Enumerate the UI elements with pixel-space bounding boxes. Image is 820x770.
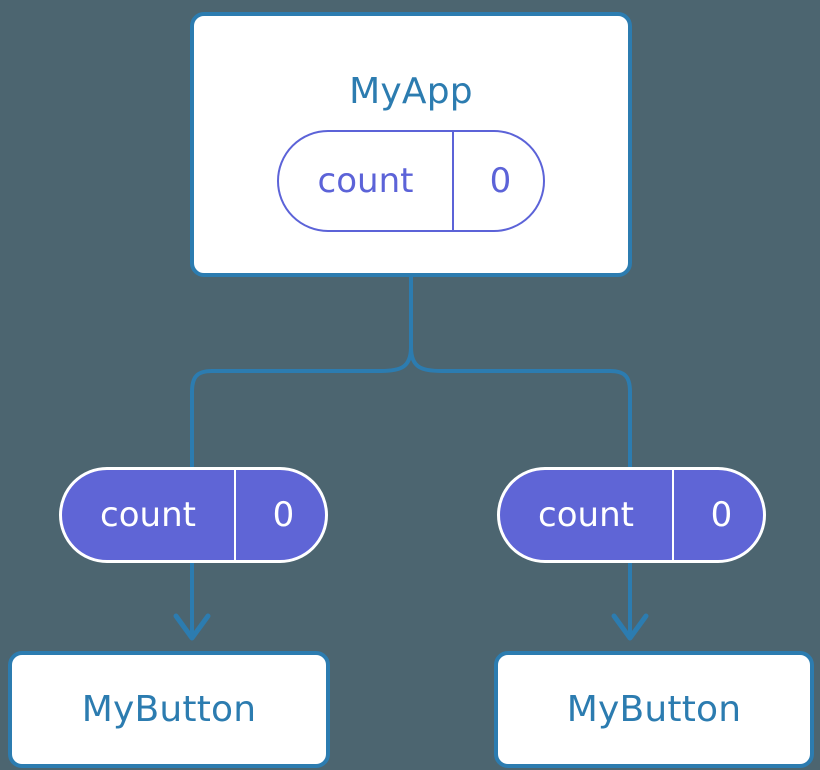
component-title-myapp: MyApp bbox=[349, 71, 473, 112]
component-card-mybutton-left[interactable]: MyButton bbox=[8, 651, 330, 768]
arrowhead-right-icon bbox=[611, 613, 649, 641]
state-pill-value: 0 bbox=[452, 132, 543, 230]
prop-pill-value: 0 bbox=[234, 470, 325, 560]
prop-pill-count-right[interactable]: count 0 bbox=[497, 467, 766, 563]
state-pill-count[interactable]: count 0 bbox=[277, 130, 545, 232]
prop-pill-value: 0 bbox=[672, 470, 763, 560]
prop-pill-key: count bbox=[538, 495, 634, 535]
state-pill-key: count bbox=[317, 161, 414, 201]
prop-pill-key: count bbox=[100, 495, 196, 535]
component-card-mybutton-right[interactable]: MyButton bbox=[494, 651, 814, 768]
arrowhead-left-icon bbox=[173, 613, 211, 641]
component-title-mybutton: MyButton bbox=[81, 688, 257, 730]
prop-pill-count-left[interactable]: count 0 bbox=[59, 467, 328, 563]
component-title-mybutton: MyButton bbox=[566, 688, 742, 730]
